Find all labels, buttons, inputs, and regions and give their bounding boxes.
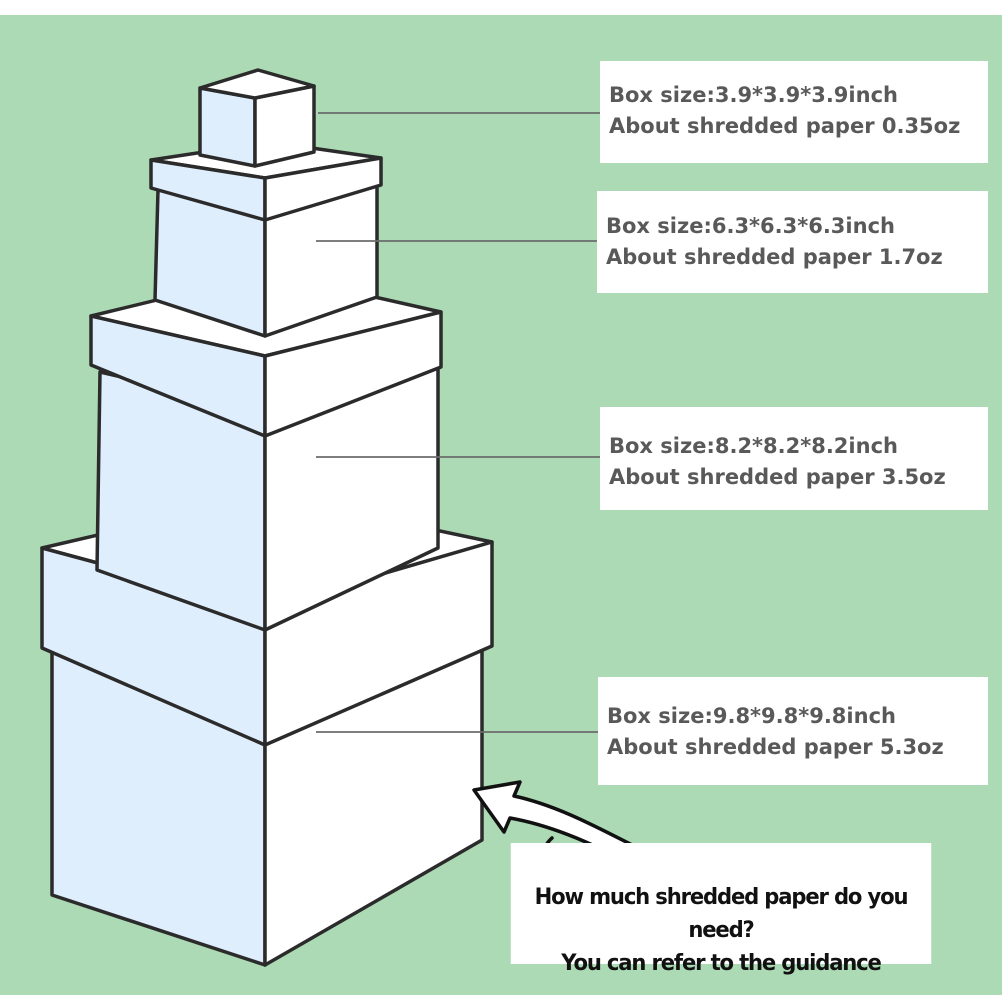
box-2-size-text: Box size:6.3*6.3*6.3inch (606, 214, 895, 238)
box-3-size-text: Box size:8.2*8.2*8.2inch (609, 434, 898, 458)
box-4-size-text: Box size:9.8*9.8*9.8inch (607, 704, 896, 728)
box-2-paper-text: About shredded paper 1.7oz (606, 245, 943, 269)
guidance-hint: You can refer to the guidance (561, 951, 882, 976)
box-1-drawing (198, 68, 316, 168)
box-4-label: Box size:9.8*9.8*9.8inch About shredded … (598, 677, 988, 785)
guidance-question: How much shredded paper do you need? (534, 885, 909, 943)
box-4-paper-text: About shredded paper 5.3oz (607, 735, 944, 759)
box-3-label: Box size:8.2*8.2*8.2inch About shredded … (600, 407, 988, 510)
box-3-paper-text: About shredded paper 3.5oz (609, 465, 946, 489)
guidance-box: How much shredded paper do you need? You… (510, 843, 932, 976)
box-1-size-text: Box size:3.9*3.9*3.9inch (609, 83, 898, 107)
box-2-label: Box size:6.3*6.3*6.3inch About shredded … (597, 191, 988, 293)
box-2-drawing (149, 140, 383, 338)
box-1-label: Box size:3.9*3.9*3.9inch About shredded … (600, 61, 988, 163)
box-1-paper-text: About shredded paper 0.35oz (609, 114, 961, 138)
